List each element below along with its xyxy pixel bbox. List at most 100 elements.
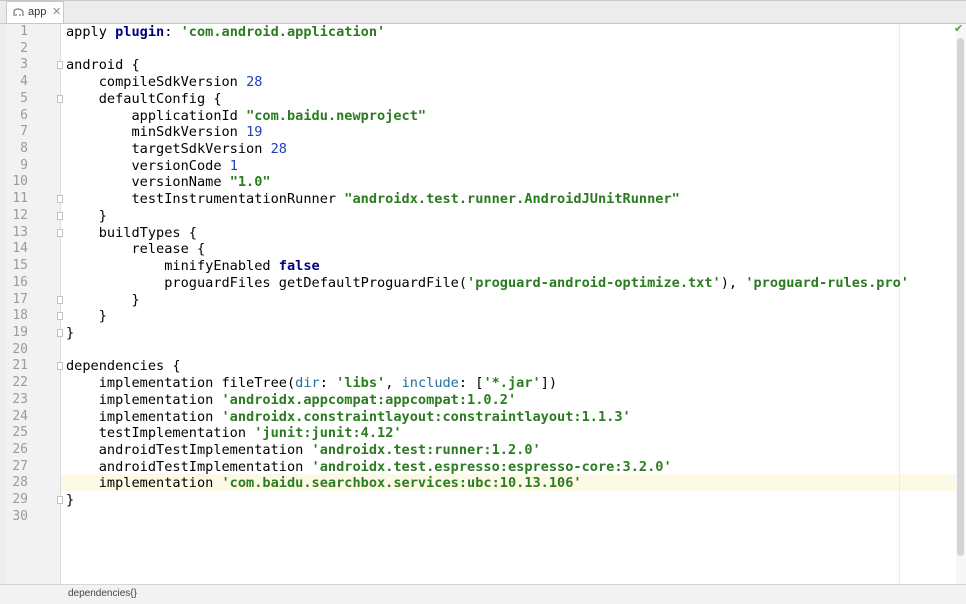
- code-line[interactable]: 15 minifyEnabled false: [0, 258, 956, 275]
- code-token: 28: [270, 141, 287, 158]
- code-token: androidTestImplementation: [66, 458, 312, 475]
- code-text: implementation 'com.baidu.searchbox.serv…: [66, 475, 582, 492]
- code-text: }: [66, 208, 107, 225]
- code-token: :: [319, 375, 337, 392]
- code-token: compileSdkVersion: [66, 74, 247, 91]
- line-number: 27: [12, 458, 28, 474]
- code-line[interactable]: 10 versionName "1.0": [0, 174, 956, 191]
- code-token: 'proguard-android-optimize.txt': [467, 274, 721, 291]
- fold-marker-icon[interactable]: [57, 312, 63, 321]
- line-number: 15: [12, 258, 28, 274]
- code-token: }: [66, 308, 107, 325]
- code-token: false: [278, 258, 320, 275]
- code-line[interactable]: 26 androidTestImplementation 'androidx.t…: [0, 442, 956, 459]
- code-line[interactable]: 17 }: [0, 292, 956, 309]
- line-number: 4: [20, 74, 28, 90]
- fold-marker-icon[interactable]: [57, 211, 63, 220]
- code-line[interactable]: 25 testImplementation 'junit:junit:4.12': [0, 425, 956, 442]
- line-number: 9: [20, 157, 28, 173]
- tab-app[interactable]: app ✕: [6, 1, 64, 23]
- code-token: plugin: [115, 24, 165, 40]
- code-token: minifyEnabled: [66, 258, 279, 275]
- code-line[interactable]: 23 implementation 'androidx.appcompat:ap…: [0, 392, 956, 409]
- fold-marker-icon[interactable]: [57, 328, 63, 337]
- fold-marker-icon[interactable]: [57, 362, 63, 371]
- code-text: }: [66, 292, 139, 309]
- code-line[interactable]: 22 implementation fileTree(dir: 'libs', …: [0, 375, 956, 392]
- fold-marker-icon[interactable]: [57, 61, 63, 70]
- breadcrumb[interactable]: dependencies{}: [68, 588, 137, 599]
- code-line[interactable]: 11 testInstrumentationRunner "androidx.t…: [0, 191, 956, 208]
- code-line[interactable]: 9 versionCode 1: [0, 158, 956, 175]
- code-line[interactable]: 5 defaultConfig {: [0, 91, 956, 108]
- code-line[interactable]: 16 proguardFiles getDefaultProguardFile(…: [0, 275, 956, 292]
- line-number: 28: [12, 475, 28, 491]
- fold-marker-icon[interactable]: [57, 228, 63, 237]
- code-token: dependencies {: [66, 358, 181, 375]
- line-number: 11: [12, 191, 28, 207]
- code-line[interactable]: 30: [0, 509, 956, 526]
- code-token: '*.jar': [483, 375, 541, 392]
- line-number: 21: [12, 358, 28, 374]
- line-number: 26: [12, 441, 28, 457]
- gradle-elephant-icon: [13, 8, 24, 16]
- code-token: "1.0": [229, 174, 271, 191]
- code-token: versionName: [66, 174, 230, 191]
- code-token: 28: [246, 74, 263, 91]
- code-line[interactable]: 4 compileSdkVersion 28: [0, 74, 956, 91]
- code-token: }: [66, 207, 107, 224]
- code-text: buildTypes {: [66, 225, 197, 242]
- line-number: 30: [12, 508, 28, 524]
- code-token: apply: [66, 24, 116, 40]
- code-line[interactable]: 24 implementation 'androidx.constraintla…: [0, 409, 956, 426]
- code-line[interactable]: 13 buildTypes {: [0, 225, 956, 242]
- code-text: release {: [66, 241, 205, 258]
- fold-marker-icon[interactable]: [57, 94, 63, 103]
- code-line[interactable]: 20: [0, 342, 956, 359]
- code-line[interactable]: 19}: [0, 325, 956, 342]
- check-icon: ✔: [954, 22, 964, 35]
- code-token: buildTypes {: [66, 224, 197, 241]
- code-token: dir: [295, 375, 320, 392]
- code-line[interactable]: 7 minSdkVersion 19: [0, 124, 956, 141]
- line-number-gutter: [6, 24, 61, 584]
- scrollbar-thumb[interactable]: [957, 38, 964, 556]
- code-token: ,: [385, 375, 402, 392]
- code-line[interactable]: 2: [0, 41, 956, 58]
- code-line[interactable]: 21 dependencies {: [0, 358, 956, 375]
- code-text: targetSdkVersion 28: [66, 141, 287, 158]
- line-number: 13: [12, 224, 28, 240]
- code-line[interactable]: 3 android {: [0, 57, 956, 74]
- code-token: testImplementation: [66, 425, 255, 442]
- line-number: 25: [12, 425, 28, 441]
- code-line[interactable]: 8 targetSdkVersion 28: [0, 141, 956, 158]
- code-line[interactable]: 27 androidTestImplementation 'androidx.t…: [0, 459, 956, 476]
- code-token: 'androidx.appcompat:appcompat:1.0.2': [221, 391, 517, 408]
- code-token: 'androidx.test:runner:1.2.0': [311, 441, 541, 458]
- close-icon[interactable]: ✕: [52, 6, 62, 18]
- code-line[interactable]: 12 }: [0, 208, 956, 225]
- fold-marker-icon[interactable]: [57, 496, 63, 505]
- code-text: proguardFiles getDefaultProguardFile('pr…: [66, 275, 909, 292]
- code-token: android {: [66, 57, 140, 74]
- code-line[interactable]: 28 implementation 'com.baidu.searchbox.s…: [0, 475, 956, 492]
- code-line[interactable]: 14 release {: [0, 241, 956, 258]
- line-number: 10: [12, 174, 28, 190]
- code-line[interactable]: 29}: [0, 492, 956, 509]
- code-line[interactable]: 6 applicationId "com.baidu.newproject": [0, 108, 956, 125]
- code-line[interactable]: 18 }: [0, 308, 956, 325]
- code-token: proguardFiles getDefaultProguardFile(: [66, 274, 468, 291]
- code-text: androidTestImplementation 'androidx.test…: [66, 442, 541, 459]
- line-number: 3: [20, 57, 28, 73]
- line-number: 2: [20, 40, 28, 56]
- fold-marker-icon[interactable]: [57, 295, 63, 304]
- code-token: release {: [66, 241, 206, 258]
- code-token: "com.baidu.newproject": [246, 107, 427, 124]
- fold-marker-icon[interactable]: [57, 195, 63, 204]
- code-text: }: [66, 308, 107, 325]
- line-number: 19: [12, 324, 28, 340]
- code-token: "androidx.test.runner.AndroidJUnitRunner…: [344, 191, 680, 208]
- code-token: 'com.android.application': [180, 24, 386, 40]
